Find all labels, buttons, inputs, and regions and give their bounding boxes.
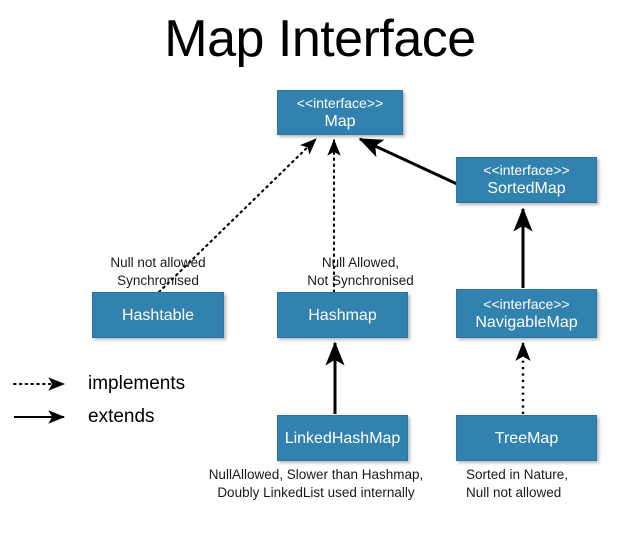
page-title: Map Interface	[164, 10, 476, 68]
legend-extends: extends	[12, 406, 155, 428]
node-hashtable-name: Hashtable	[121, 306, 195, 324]
dotted-arrow-icon	[12, 377, 66, 391]
node-map-name: Map	[324, 112, 356, 130]
node-navigablemap-name: NavigableMap	[475, 313, 578, 331]
node-navigablemap[interactable]: <<interface>> NavigableMap	[456, 289, 597, 338]
note-linkedhashmap: NullAllowed, Slower than Hashmap, Doubly…	[208, 467, 424, 500]
note-treemap: Sorted in Nature, Null not allowed	[466, 467, 569, 500]
note-hashmap: Null Allowed, Not Synchronised	[307, 255, 414, 288]
node-treemap[interactable]: TreeMap	[456, 415, 597, 461]
node-sortedmap-stereotype: <<interface>>	[483, 162, 570, 178]
node-sortedmap-name: SortedMap	[487, 180, 566, 197]
note-hashtable: Null not allowed Synchronised	[110, 255, 206, 288]
edge-sortedmap-extends-map	[358, 137, 471, 192]
node-hashmap-name: Hashmap	[308, 306, 377, 324]
node-map[interactable]: <<interface>> Map	[277, 90, 403, 135]
node-linkedhashmap-name: LinkedHashMap	[284, 429, 401, 447]
node-map-stereotype: <<interface>>	[296, 94, 384, 111]
node-hashtable[interactable]: Hashtable	[92, 292, 224, 338]
node-treemap-name: TreeMap	[494, 429, 559, 447]
solid-arrow-icon	[14, 410, 66, 424]
legend-implements: implements	[12, 373, 185, 395]
legend-implements-label: implements	[88, 373, 186, 394]
node-hashmap[interactable]: Hashmap	[277, 292, 408, 338]
node-navigablemap-stereotype: <<interface>>	[483, 295, 570, 312]
legend-extends-label: extends	[88, 406, 155, 427]
node-linkedhashmap[interactable]: LinkedHashMap	[277, 415, 408, 461]
node-sortedmap[interactable]: <<interface>> SortedMap	[456, 157, 597, 203]
